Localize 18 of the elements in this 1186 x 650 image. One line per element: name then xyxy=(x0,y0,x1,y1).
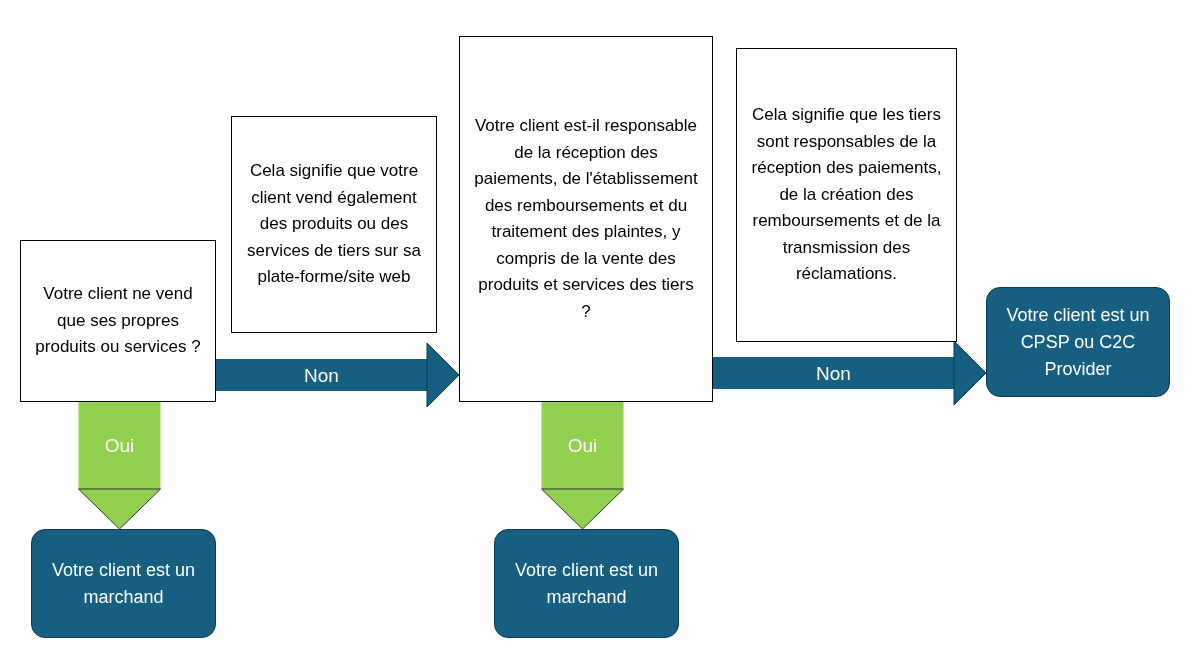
box-text: Votre client est un CPSP ou C2C Provider xyxy=(1005,303,1151,381)
box-text: Votre client est un marchand xyxy=(50,558,197,609)
text-box xyxy=(736,48,957,342)
box-text: Votre client est-il responsable de la réception des paiements, de l'établissement des remboursements et du traitement des plaintes, y compris de la vente des produits et services des tiers ? xyxy=(474,115,698,323)
box-text: Votre client est un marchand xyxy=(513,558,660,609)
edge-label: Oui xyxy=(567,435,598,457)
edge-label: Oui xyxy=(104,435,135,457)
result-box xyxy=(31,529,216,638)
box-text: Votre client ne vend que ses propres produits ou services ? xyxy=(35,283,201,359)
result-box xyxy=(986,287,1170,397)
result-box xyxy=(494,529,679,638)
text-box xyxy=(20,240,216,402)
box-text: Cela signifie que votre client vend également des produits ou des services de tiers sur sa plate-forme/site web xyxy=(246,160,422,289)
edge-label: Non xyxy=(816,363,851,385)
box-text: Cela signifie que les tiers sont responsables de la réception des paiements, de la création des remboursements et de la transmission des réclamations. xyxy=(751,104,942,286)
edge-label: Non xyxy=(304,365,339,387)
text-box xyxy=(459,36,713,402)
text-box xyxy=(231,116,437,333)
